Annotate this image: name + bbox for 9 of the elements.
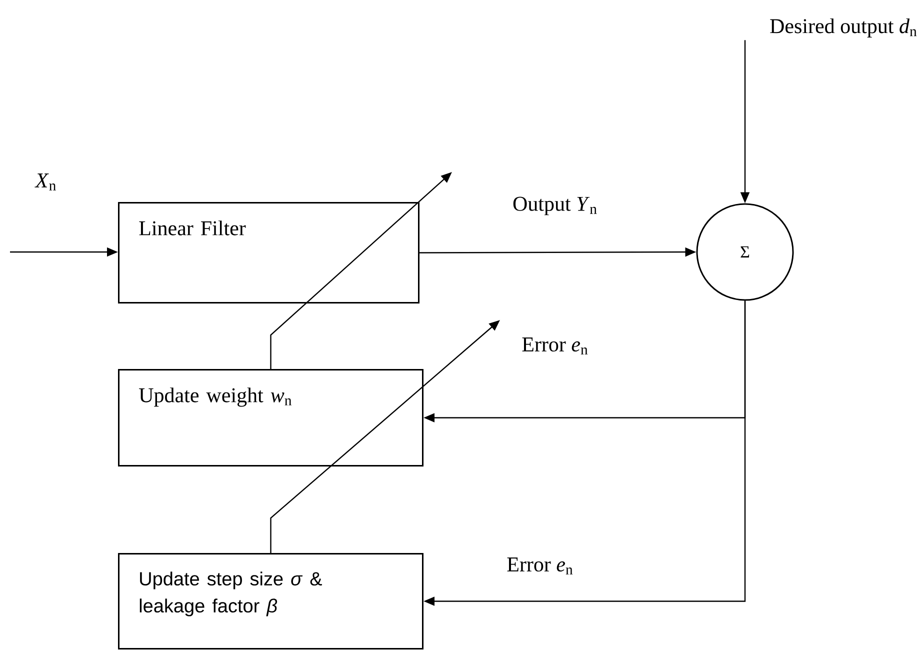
- edge-label: Error e$_{n}$: [520, 336, 590, 356]
- signal-label: X$_{n}$: [34, 174, 56, 190]
- process-box: Update step size σ & leakage factor β: [118, 553, 424, 650]
- edge-label: Output Y$_{n}$: [512, 196, 598, 216]
- process-box: Linear Filter: [118, 202, 420, 304]
- summing-junction: Σ: [696, 203, 794, 301]
- process-box: Update weight w$_{n}$: [118, 369, 424, 466]
- input-label: Desired output d$_{n}$: [770, 18, 917, 38]
- edge-label: Error e$_{n}$: [506, 556, 574, 576]
